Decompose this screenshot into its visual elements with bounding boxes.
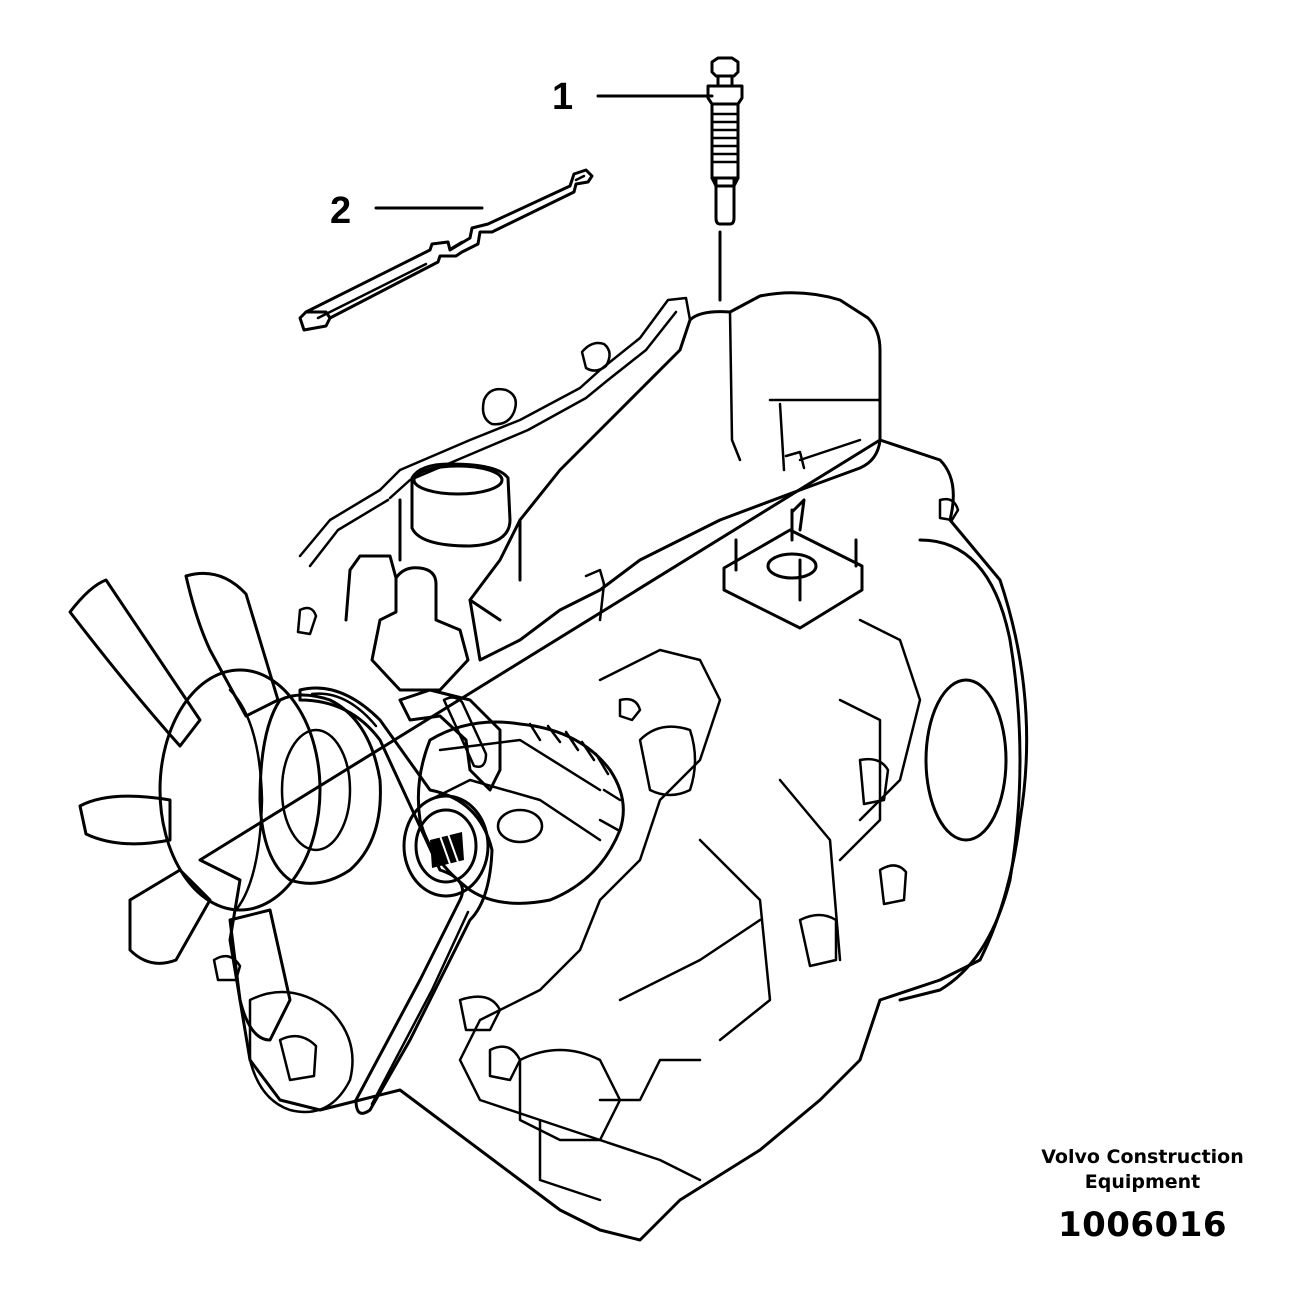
drawing-number: 1006016 [1057, 1205, 1228, 1245]
water-pump-pulley [258, 693, 382, 885]
publisher-name-line1: Volvo Construction [1041, 1146, 1244, 1168]
injection-pump [370, 566, 470, 692]
adjusting-arm [398, 688, 502, 792]
glow-plug-part [706, 56, 744, 226]
engine-block [198, 438, 1029, 1242]
alternator-pulley [402, 794, 490, 898]
intake-flange [722, 528, 864, 630]
fan-belt [298, 686, 494, 1115]
cooling-fan [68, 571, 322, 1042]
callout-number-1: 1 [552, 76, 574, 118]
leader-lines [374, 94, 722, 302]
engine-assembly [68, 291, 1029, 1242]
callout-number-2: 2 [330, 190, 352, 232]
oil-filler-cap [410, 462, 512, 548]
connecting-bar-part [298, 168, 594, 332]
rear-port [924, 678, 1008, 842]
publisher-name-line2: Equipment [1084, 1171, 1201, 1193]
flywheel-housing [898, 538, 1022, 1002]
